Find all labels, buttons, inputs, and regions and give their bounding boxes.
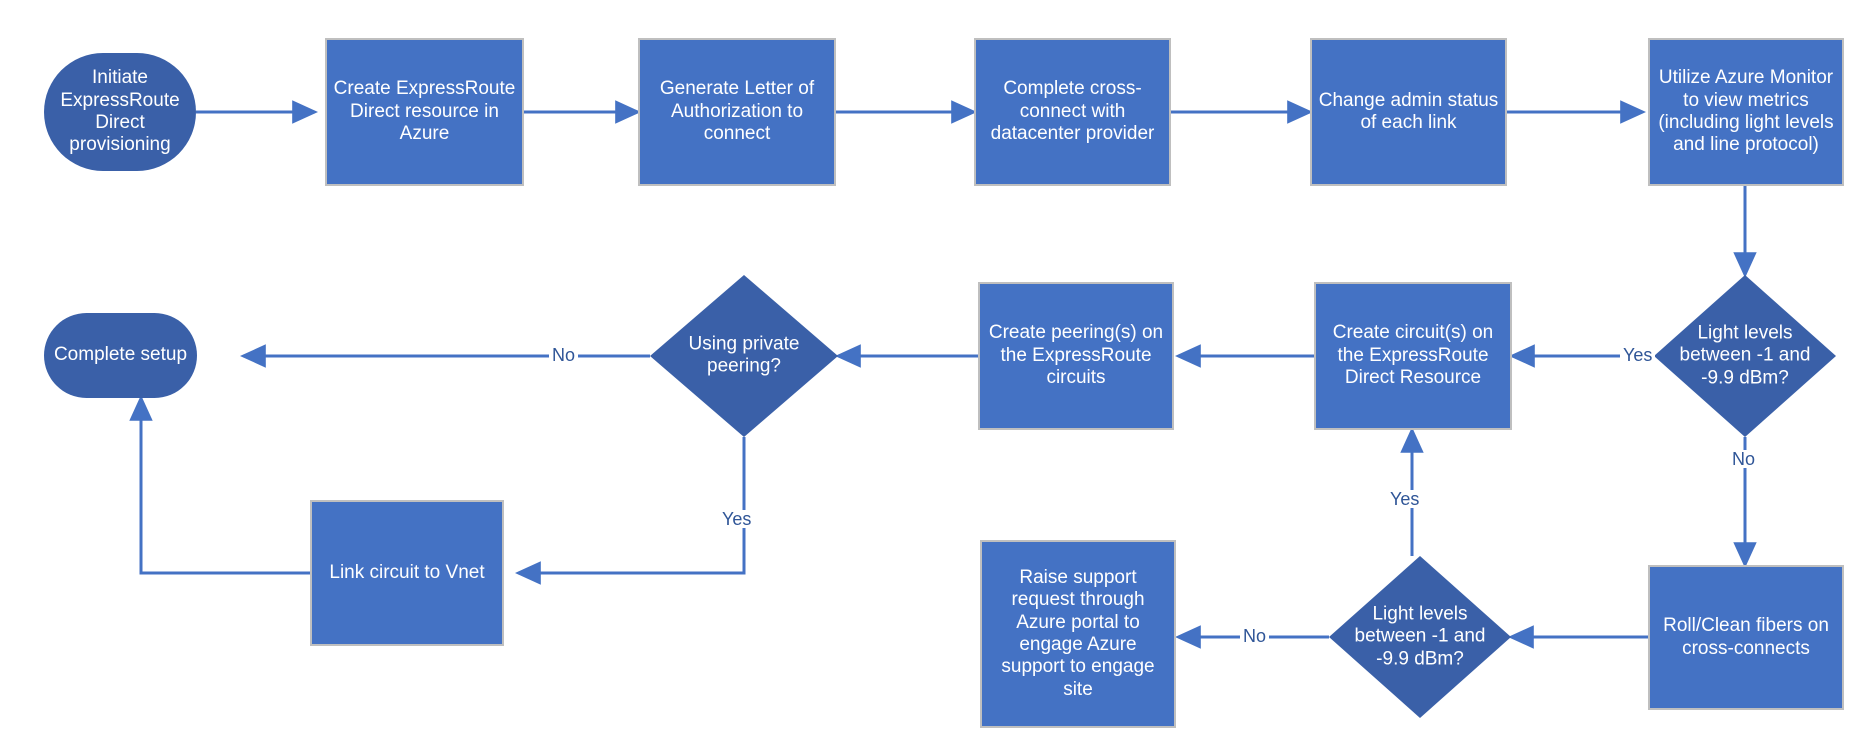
node-change-admin-status[interactable]: Change admin status of each link	[1310, 38, 1507, 186]
node-label: Create peering(s) on the ExpressRoute ci…	[988, 322, 1164, 389]
node-label: Change admin status of each link	[1318, 89, 1499, 133]
node-label: Link circuit to Vnet	[329, 561, 485, 583]
edge-label-peering-yes: Yes	[719, 510, 755, 528]
edge-label-light2-yes: Yes	[1387, 490, 1423, 508]
edge-label-light2-no: No	[1240, 627, 1270, 645]
node-complete-setup[interactable]: Complete setup	[44, 313, 197, 398]
edge-label-light1-yes: Yes	[1620, 346, 1656, 364]
node-label: Utilize Azure Monitor to view metrics (i…	[1658, 67, 1834, 156]
node-label: Generate Letter of Authorization to conn…	[659, 78, 815, 145]
node-link-circuit-to-vnet[interactable]: Link circuit to Vnet	[310, 500, 504, 646]
node-complete-cross-connect[interactable]: Complete cross-connect with datacenter p…	[974, 38, 1171, 186]
edge-label-light1-no: No	[1729, 450, 1759, 468]
node-label: Raise support request through Azure port…	[1001, 566, 1155, 700]
node-utilize-azure-monitor[interactable]: Utilize Azure Monitor to view metrics (i…	[1648, 38, 1844, 186]
node-label: Light levels between -1 and -9.9 dBm?	[1679, 322, 1811, 389]
node-label: Complete setup	[53, 344, 188, 366]
node-label: Create circuit(s) on the ExpressRoute Di…	[1332, 322, 1494, 389]
node-create-circuits[interactable]: Create circuit(s) on the ExpressRoute Di…	[1314, 282, 1512, 430]
node-label: Light levels between -1 and -9.9 dBm?	[1354, 603, 1486, 670]
edge-peering-yes-to-link-vnet	[514, 437, 746, 585]
node-create-expressroute-direct[interactable]: Create ExpressRoute Direct resource in A…	[325, 38, 524, 186]
node-label: Initiate ExpressRoute Direct provisionin…	[60, 67, 180, 156]
node-raise-support-request[interactable]: Raise support request through Azure port…	[980, 540, 1176, 728]
node-create-peerings[interactable]: Create peering(s) on the ExpressRoute ci…	[978, 282, 1174, 430]
node-label: Using private peering?	[688, 333, 800, 377]
node-using-private-peering-decision[interactable]: Using private peering?	[650, 275, 838, 437]
node-label: Create ExpressRoute Direct resource in A…	[333, 78, 516, 145]
node-label: Roll/Clean fibers on cross-connects	[1663, 615, 1829, 659]
node-generate-letter-of-authorization[interactable]: Generate Letter of Authorization to conn…	[638, 38, 836, 186]
node-light-levels-decision-2[interactable]: Light levels between -1 and -9.9 dBm?	[1329, 556, 1511, 718]
node-initiate-provisioning[interactable]: Initiate ExpressRoute Direct provisionin…	[44, 53, 196, 171]
edge-link-vnet-to-complete-setup	[129, 394, 310, 575]
node-roll-clean-fibers[interactable]: Roll/Clean fibers on cross-connects	[1648, 565, 1844, 710]
node-light-levels-decision-1[interactable]: Light levels between -1 and -9.9 dBm?	[1654, 275, 1836, 437]
edge-label-peering-no: No	[549, 346, 579, 364]
node-label: Complete cross-connect with datacenter p…	[990, 78, 1155, 145]
